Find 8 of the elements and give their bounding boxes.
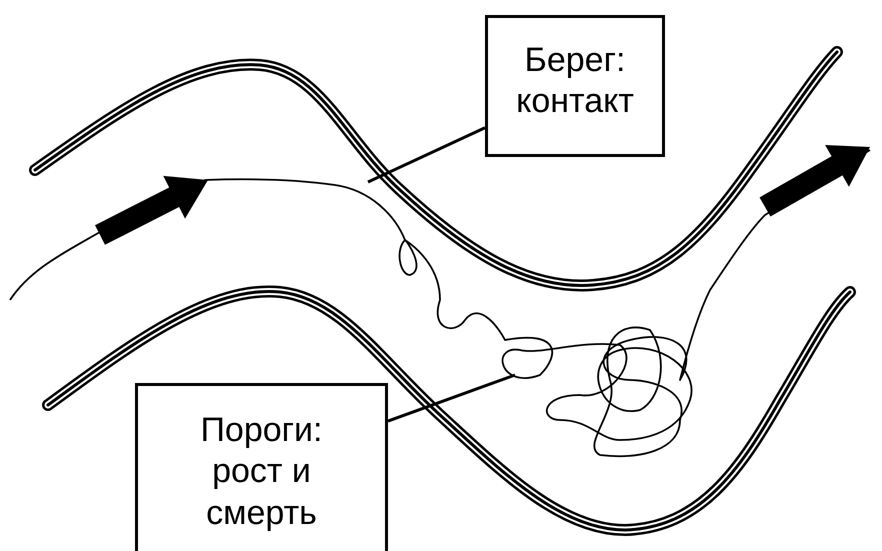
- label-box: [485, 15, 665, 157]
- trajectory-drawing: [9, 145, 870, 457]
- river-bank: [29, 46, 843, 292]
- label-text: Пороги: рост и смерть: [199, 410, 324, 534]
- label-box: [135, 383, 388, 551]
- leader-line: [367, 126, 486, 184]
- leader-line: [387, 374, 516, 422]
- label-text: Берег: контакт: [515, 40, 635, 122]
